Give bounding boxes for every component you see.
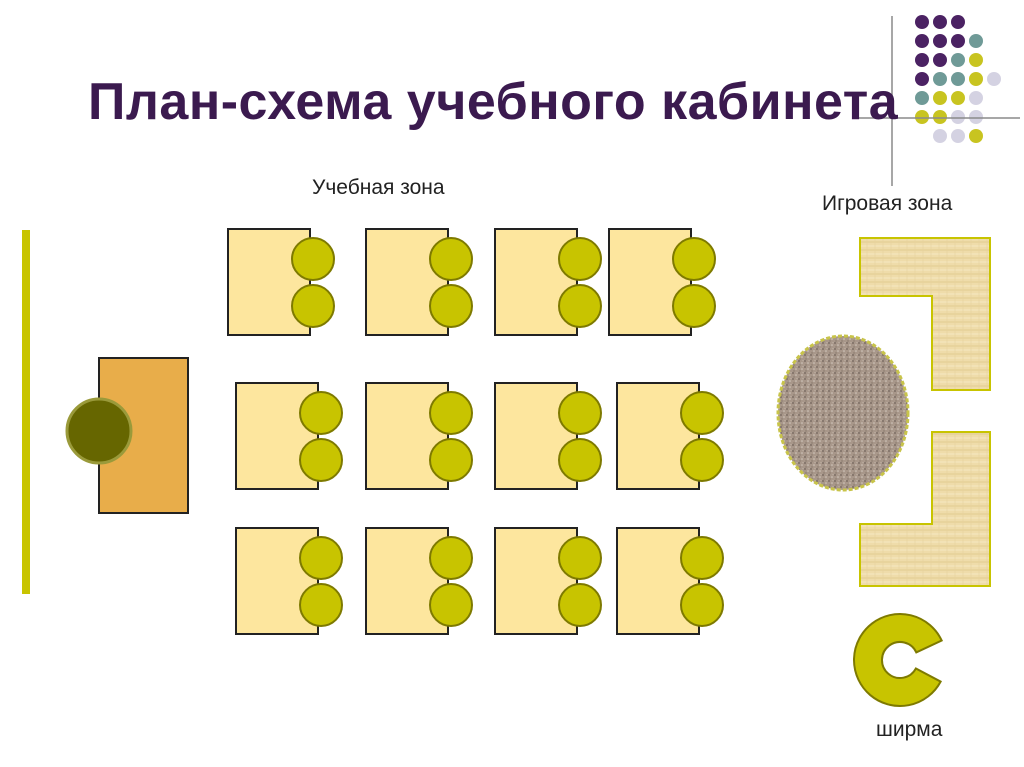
- decor-dot: [969, 91, 983, 105]
- student-chair: [558, 391, 602, 435]
- decor-dot: [933, 53, 947, 67]
- decor-dot: [951, 72, 965, 86]
- decor-dot: [969, 34, 983, 48]
- decorative-dots: [915, 15, 1001, 143]
- student-chair: [672, 284, 716, 328]
- page-title: План-схема учебного кабинета: [88, 73, 899, 131]
- student-chair: [429, 237, 473, 281]
- play-zone-label: Игровая зона: [822, 192, 953, 215]
- student-chair: [429, 391, 473, 435]
- decor-dot: [915, 72, 929, 86]
- play-mat-bottom: [859, 431, 991, 587]
- teacher-chair: [65, 397, 133, 465]
- carpet: [776, 334, 910, 492]
- decor-dot: [969, 129, 983, 143]
- student-chair: [299, 391, 343, 435]
- student-chair: [558, 438, 602, 482]
- decor-dot: [915, 15, 929, 29]
- decor-dot: [933, 15, 947, 29]
- decor-dot: [951, 53, 965, 67]
- decor-dot: [951, 34, 965, 48]
- student-chair: [680, 583, 724, 627]
- student-chair: [291, 284, 335, 328]
- student-chair: [429, 284, 473, 328]
- student-chair: [429, 438, 473, 482]
- student-chair: [299, 583, 343, 627]
- decor-dot: [933, 91, 947, 105]
- decor-dot: [915, 110, 929, 124]
- decor-dot: [951, 91, 965, 105]
- student-chair: [299, 438, 343, 482]
- student-chair: [558, 583, 602, 627]
- decor-dot: [933, 72, 947, 86]
- student-chair: [558, 237, 602, 281]
- decor-dot: [969, 72, 983, 86]
- student-chair: [680, 391, 724, 435]
- decor-dot: [951, 110, 965, 124]
- student-chair: [299, 536, 343, 580]
- student-chair: [558, 284, 602, 328]
- decor-dot: [915, 91, 929, 105]
- student-chair: [429, 583, 473, 627]
- student-chair: [291, 237, 335, 281]
- decor-dot: [951, 15, 965, 29]
- folding-screen: [853, 613, 944, 707]
- study-zone-label: Учебная зона: [312, 176, 445, 199]
- student-desks: [227, 228, 724, 635]
- screen-label: ширма: [876, 718, 943, 741]
- play-mat-top: [859, 237, 991, 391]
- decor-dot: [951, 129, 965, 143]
- decor-dot: [969, 110, 983, 124]
- student-chair: [558, 536, 602, 580]
- decor-dot: [987, 72, 1001, 86]
- decor-dot: [933, 34, 947, 48]
- decor-dot: [969, 53, 983, 67]
- student-chair: [672, 237, 716, 281]
- student-chair: [680, 438, 724, 482]
- decor-dot: [915, 34, 929, 48]
- decor-dot: [915, 53, 929, 67]
- decor-dot: [933, 110, 947, 124]
- decor-dot: [933, 129, 947, 143]
- student-chair: [680, 536, 724, 580]
- student-chair: [429, 536, 473, 580]
- board: [22, 230, 30, 594]
